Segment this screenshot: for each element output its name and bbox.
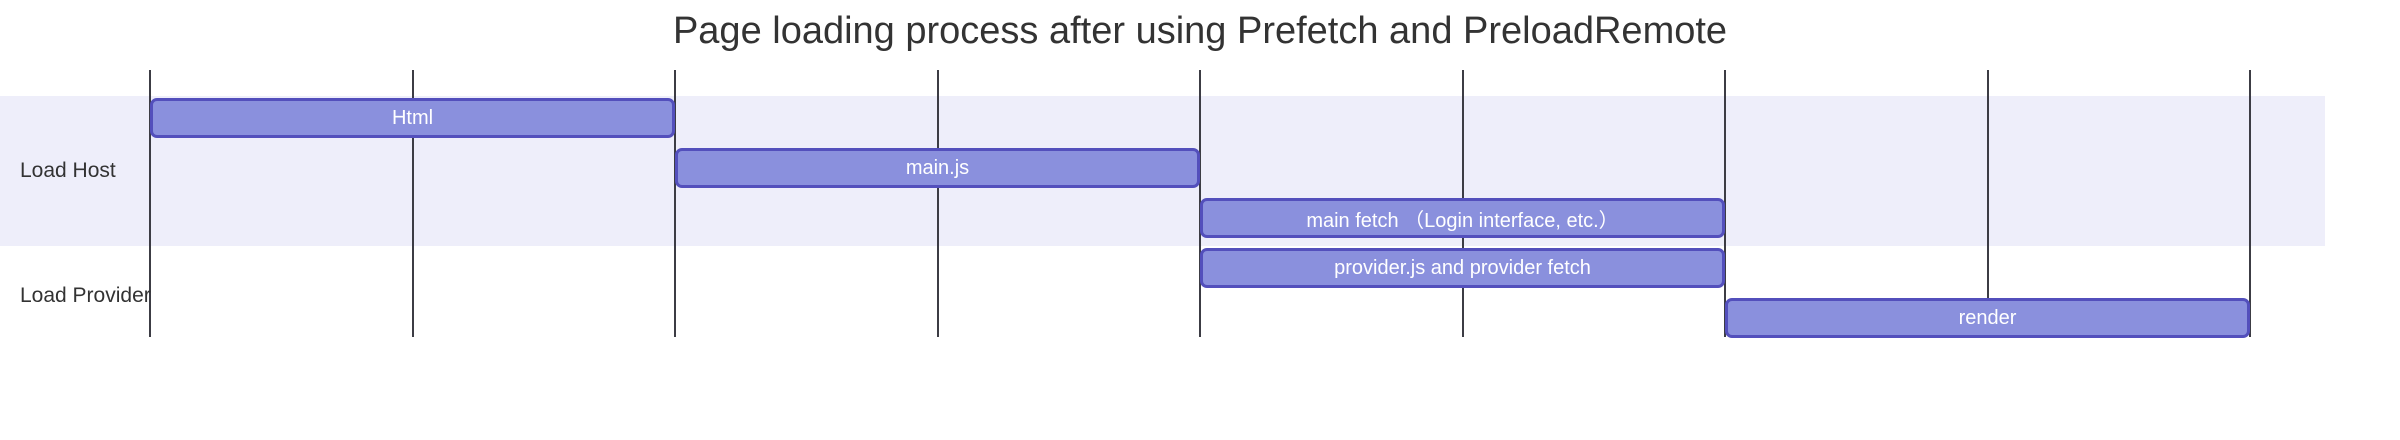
task-bar-label: main fetch （Login interface, etc.）	[1306, 209, 1619, 232]
section-label-load-host: Load Host	[20, 159, 116, 182]
task-bar-label: provider.js and provider fetch	[1334, 256, 1591, 279]
task-bar-render: render	[1725, 298, 2250, 338]
grid-tick-line	[936, 70, 939, 337]
grid-tick-line	[1986, 70, 1989, 337]
task-bar-main-js: main.js	[675, 148, 1200, 188]
task-bar-html: Html	[150, 98, 675, 138]
grid-tick-line	[674, 70, 676, 337]
grid-tick-line	[149, 70, 151, 337]
grid-tick-line	[1724, 70, 1726, 337]
chart-title: Page loading process after using Prefetc…	[672, 10, 1728, 52]
grid-tick-line	[411, 70, 414, 337]
task-bar-label: Html	[391, 106, 434, 129]
task-bar-label: render	[1958, 306, 2017, 329]
task-bar-main-fetch-login-interface-etc-: main fetch （Login interface, etc.）	[1200, 198, 1725, 238]
section-label-load-provider: Load Provider	[20, 284, 151, 307]
grid-tick-line	[2249, 70, 2251, 337]
task-bar-label: main.js	[905, 156, 970, 179]
task-bar-provider-js-and-provider-fetch: provider.js and provider fetch	[1200, 248, 1725, 288]
